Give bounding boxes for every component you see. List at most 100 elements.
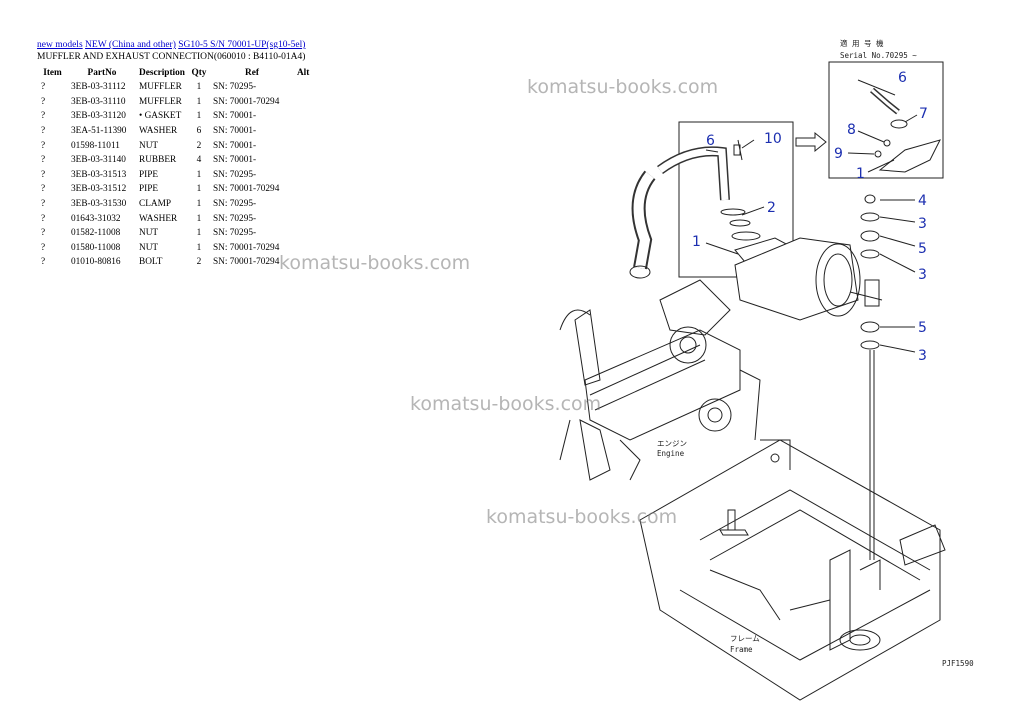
cell-desc: PIPE — [139, 169, 159, 180]
cell-item: ? — [41, 213, 46, 224]
serial-jp-label: 適 用 号 機 — [840, 38, 884, 48]
parts-table: Item PartNo Description Qty Ref Alt ?3EB… — [37, 66, 312, 270]
callout-1: 1 — [692, 234, 701, 250]
cell-qty: 1 — [196, 184, 202, 195]
cell-qty: 2 — [196, 257, 202, 268]
frame-jp-label: フレーム — [730, 634, 760, 643]
cell-part: 3EB-03-31110 — [71, 96, 126, 107]
cell-qty: 1 — [196, 111, 202, 122]
cell-ref: SN: 70295- — [212, 169, 257, 180]
watermark-2: komatsu-books.com — [279, 252, 471, 274]
cell-ref: SN: 70001- — [212, 140, 257, 151]
inset-flange — [890, 119, 908, 129]
cell-desc: MUFFLER — [139, 96, 182, 107]
header-qty: Qty — [191, 68, 207, 78]
cell-part: 01010-80816 — [71, 257, 121, 268]
cell-item: ? — [41, 126, 46, 137]
cell-qty: 1 — [196, 96, 202, 107]
cell-ref: SN: 70001- — [212, 111, 257, 122]
cell-qty: 1 — [196, 199, 202, 210]
callout-6: 6 — [706, 133, 715, 149]
cell-ref: SN: 70295- — [212, 199, 257, 210]
cell-desc: BOLT — [139, 257, 163, 268]
callout-1-inset: 1 — [856, 166, 865, 182]
cell-qty: 6 — [196, 126, 202, 137]
cell-ref: SN: 70001-70294 — [212, 96, 280, 107]
breadcrumb: new models NEW (China and other) SG10-5 … — [37, 40, 305, 50]
cell-qty: 1 — [196, 169, 202, 180]
callout-8: 8 — [847, 122, 856, 138]
detail-box-muffler — [678, 121, 794, 278]
inset-box-serial — [828, 61, 944, 179]
cell-desc: MUFFLER — [139, 82, 182, 93]
cell-ref: SN: 70001-70294 — [212, 257, 280, 268]
breadcrumb-link-new-china[interactable]: NEW (China and other) — [85, 40, 176, 50]
cell-ref: SN: 70295- — [212, 213, 257, 224]
table-row: ? 3EB-03-31120 • GASKET 1 SN: 70001- — [37, 109, 312, 124]
cell-item: ? — [41, 184, 46, 195]
cell-ref: SN: 70001-70294 — [212, 184, 280, 195]
callout-9: 9 — [834, 146, 843, 162]
cell-part: 01582-11008 — [71, 228, 121, 239]
cell-ref: SN: 70001-70294 — [212, 242, 280, 253]
cell-qty: 1 — [196, 82, 202, 93]
cell-item: ? — [41, 140, 46, 151]
cell-desc: NUT — [139, 242, 159, 253]
cell-part: 3EA-51-11390 — [71, 126, 127, 137]
cell-item: ? — [41, 82, 46, 93]
cell-desc: • GASKET — [139, 111, 182, 122]
watermark-1: komatsu-books.com — [527, 76, 719, 98]
engine-block — [559, 279, 761, 481]
cell-qty: 4 — [196, 155, 202, 166]
frame-structure — [639, 439, 946, 701]
header-description: Description — [139, 68, 185, 78]
cell-part: 01643-31032 — [71, 213, 121, 224]
callout-4: 4 — [918, 193, 927, 209]
callout-3-b: 3 — [918, 267, 927, 283]
cell-part: 3EB-03-31120 — [71, 111, 126, 122]
cell-ref: SN: 70295- — [212, 82, 257, 93]
callout-3-a: 3 — [918, 216, 927, 232]
callout-10: 10 — [764, 131, 782, 147]
engine-label: Engine — [657, 449, 685, 458]
watermark-4: komatsu-books.com — [486, 506, 678, 528]
cell-part: 01598-11011 — [71, 140, 120, 151]
page-title: MUFFLER AND EXHAUST CONNECTION(060010 : … — [37, 52, 306, 62]
cell-ref: SN: 70001- — [212, 126, 257, 137]
cell-desc: PIPE — [139, 184, 159, 195]
cell-item: ? — [41, 111, 46, 122]
cell-part: 3EB-03-31140 — [71, 155, 126, 166]
engine-jp-label: エンジン — [657, 439, 687, 448]
table-row: ? 3EB-03-31513 PIPE 1 SN: 70295- — [37, 168, 312, 183]
cell-qty: 1 — [196, 228, 202, 239]
cell-ref: SN: 70295- — [212, 228, 257, 239]
breadcrumb-link-model[interactable]: SG10-5 S/N 70001-UP(sg10-5el) — [178, 40, 306, 50]
serial-number-label: Serial No.70295 ~ — [840, 51, 917, 60]
watermark-3: komatsu-books.com — [410, 393, 602, 415]
table-header-row: Item PartNo Description Qty Ref Alt — [37, 66, 312, 80]
callout-7: 7 — [919, 106, 928, 122]
table-row: ? 3EB-03-31112 MUFFLER 1 SN: 70295- — [37, 80, 312, 95]
cell-qty: 2 — [196, 140, 202, 151]
cell-qty: 1 — [196, 213, 202, 224]
header-partno: PartNo — [87, 68, 117, 78]
cell-part: 01580-11008 — [71, 242, 121, 253]
callout-5-b: 5 — [918, 320, 927, 336]
cell-part: 3EB-03-31513 — [71, 169, 127, 180]
cell-item: ? — [41, 169, 46, 180]
cell-part: 3EB-03-31112 — [71, 82, 126, 93]
header-ref: Ref — [245, 68, 259, 78]
table-row: ? 01598-11011 NUT 2 SN: 70001- — [37, 138, 312, 153]
cell-qty: 1 — [196, 242, 202, 253]
cell-desc: NUT — [139, 228, 159, 239]
cell-desc: NUT — [139, 140, 159, 151]
breadcrumb-link-new-models[interactable]: new models — [37, 40, 83, 50]
